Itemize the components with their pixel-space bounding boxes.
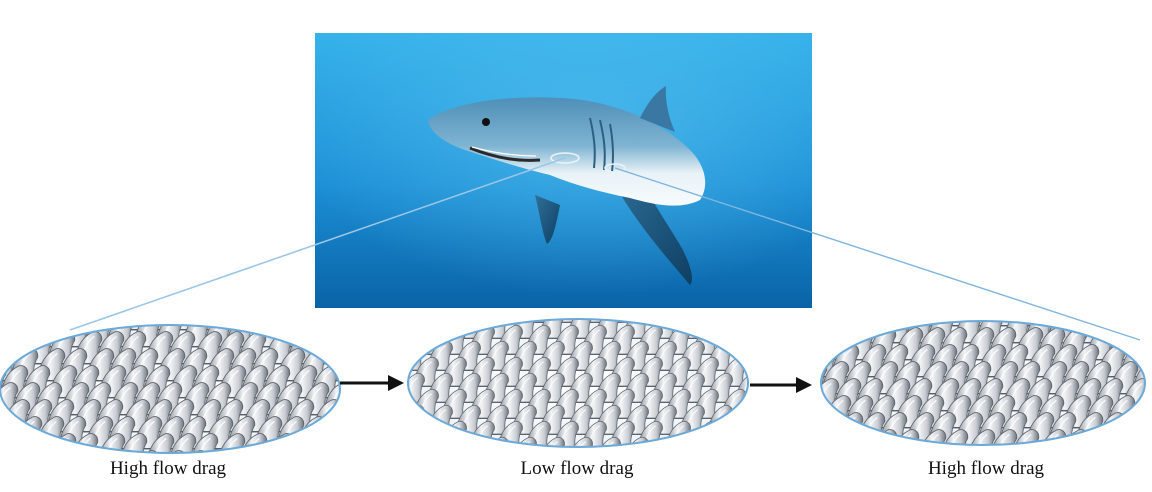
dermal-denticle-icon — [0, 415, 16, 450]
dermal-denticle-icon — [337, 432, 340, 453]
arrow-right-icon — [340, 375, 404, 391]
dermal-denticle-icon — [1123, 321, 1145, 344]
dermal-denticle-icon — [1013, 321, 1042, 327]
dermal-denticle-icon — [821, 321, 836, 344]
dermal-denticle-icon — [408, 324, 412, 355]
dermal-denticle-icon — [1, 325, 30, 331]
panel-left-skin — [0, 324, 341, 454]
dermal-denticle-icon — [821, 428, 827, 445]
dermal-denticle-icon — [336, 330, 340, 365]
dermal-denticle-icon — [1131, 428, 1145, 445]
dermal-denticle-icon — [324, 325, 340, 348]
dermal-denticle-icon — [821, 428, 849, 445]
dermal-denticle-icon — [325, 415, 340, 450]
dermal-denticle-icon — [1084, 321, 1113, 327]
caption-left: High flow drag — [109, 458, 227, 479]
dermal-denticle-icon — [263, 325, 292, 331]
dermal-denticle-icon — [915, 321, 944, 327]
zoom-lines — [69, 157, 1141, 341]
caption-right: High flow drag — [927, 458, 1045, 479]
dermal-denticle-icon — [821, 394, 825, 429]
dermal-denticle-icon — [302, 325, 331, 348]
dermal-denticle-icon — [735, 436, 748, 447]
dermal-denticle-icon — [408, 319, 426, 339]
dermal-denticle-icon — [408, 436, 426, 447]
dermal-denticle-icon — [1111, 321, 1140, 327]
arrow-right-icon — [750, 377, 812, 393]
dermal-denticle-icon — [13, 325, 42, 348]
dermal-denticle-icon — [0, 449, 18, 453]
dermal-denticle-icon — [1062, 321, 1091, 327]
dermal-denticle-icon — [834, 321, 863, 344]
dermal-denticle-icon — [735, 404, 748, 435]
dermal-denticle-icon — [0, 432, 6, 453]
dermal-denticle-icon — [821, 411, 837, 445]
panel-right-skin — [811, 320, 1146, 479]
dermal-denticle-icon — [0, 325, 3, 331]
dermal-denticle-icon — [50, 325, 79, 331]
dermal-denticle-icon — [408, 420, 412, 447]
dermal-denticle-icon — [1135, 326, 1145, 361]
dermal-denticle-icon — [0, 330, 5, 365]
dermal-denticle-icon — [441, 420, 468, 447]
dermal-denticle-icon — [1133, 321, 1145, 327]
dermal-denticle-icon — [721, 420, 748, 447]
shark-photo — [315, 33, 812, 308]
dermal-denticle-icon — [871, 321, 900, 327]
dermal-denticle-icon — [847, 428, 876, 445]
dermal-denticle-icon — [427, 319, 454, 339]
dermal-denticle-icon — [23, 325, 52, 331]
dermal-denticle-icon — [721, 324, 748, 355]
panel-middle-skin — [407, 318, 749, 448]
dermal-denticle-icon — [844, 321, 873, 327]
dermal-denticle-icon — [1119, 411, 1145, 445]
dermal-denticle-icon — [335, 398, 340, 433]
dermal-denticle-icon — [707, 319, 734, 339]
dermal-denticle-icon — [1109, 428, 1138, 445]
dermal-denticle-icon — [14, 415, 43, 450]
dermal-denticle-icon — [0, 398, 4, 433]
dermal-denticle-icon — [821, 326, 826, 361]
dermal-denticle-icon — [1087, 428, 1116, 445]
dermal-denticle-icon — [214, 325, 243, 331]
dermal-denticle-icon — [241, 325, 270, 331]
caption-middle: Low flow drag — [520, 458, 634, 479]
dermal-denticle-icon — [322, 449, 340, 453]
dermal-denticle-icon — [0, 325, 15, 348]
dermal-denticle-icon — [408, 388, 412, 419]
dermal-denticle-icon — [811, 447, 837, 479]
dermal-denticle-icon — [893, 321, 922, 327]
dermal-denticle-icon — [408, 404, 426, 435]
dermal-denticle-icon — [290, 325, 319, 331]
dermal-denticle-icon — [735, 319, 748, 339]
dermal-denticle-icon — [413, 420, 440, 447]
dermal-denticle-icon — [822, 321, 851, 327]
